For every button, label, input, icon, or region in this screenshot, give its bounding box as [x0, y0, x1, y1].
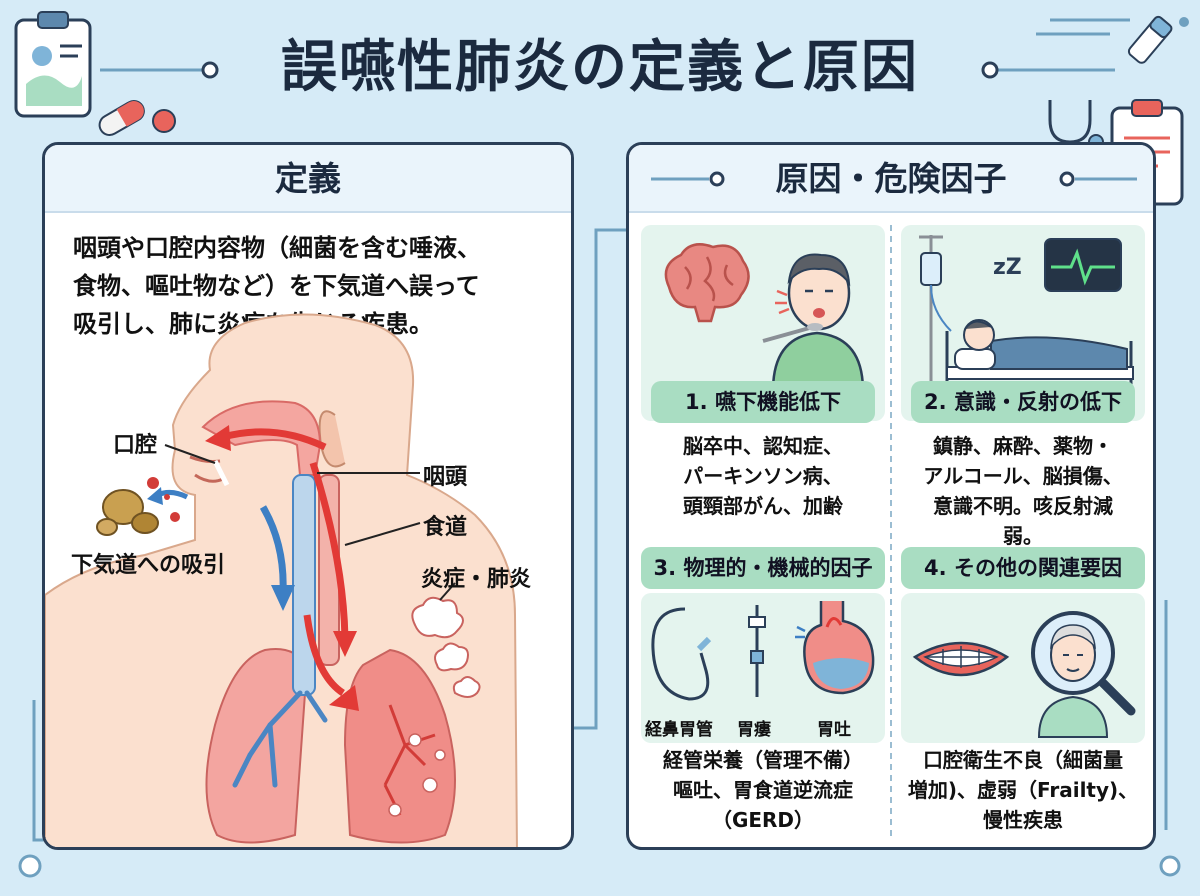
page-title: 誤嚥性肺炎の定義と原因	[281, 35, 919, 100]
description-line: 慢性疾患	[983, 808, 1063, 832]
cause-description-other: 口腔衛生不良（細菌量 増加)、虚弱（Frailty)、 慢性疾患	[899, 745, 1147, 835]
nasogastric-tube-label: 経鼻胃管	[645, 720, 713, 740]
cause-description-consciousness: 鎮静、麻酔、薬物・ アルコール、脳損傷、 意識不明。咳反射減 弱。	[899, 431, 1147, 551]
gastrostomy-tube-icon	[748, 605, 766, 697]
aspiration-label: 下気道への吸引	[71, 553, 226, 578]
cause-label-other: 4. その他の関連要因	[901, 547, 1145, 589]
description-line: 経管栄養（管理不備）	[663, 748, 863, 772]
iv-drip-icon	[919, 235, 952, 381]
causes-heading-text: 原因・危険因子	[775, 159, 1007, 198]
description-line: 脳卒中、認知症、	[683, 434, 843, 458]
description-line: 弱。	[1003, 524, 1043, 548]
magnifier-elderly-icon	[1031, 611, 1136, 738]
stomach-reflux-icon	[795, 601, 875, 695]
causes-panel: 原因・危険因子 1. 嚥下機能低下 脳卒中、認知症、 パーキンソン病、 頭頸部が…	[626, 142, 1156, 850]
description-line: 鎮静、麻酔、薬物・	[933, 434, 1113, 458]
cause-label-consciousness: 2. 意識・反射の低下	[911, 381, 1135, 423]
medicine-bottle-icon	[1127, 15, 1173, 64]
heading-ornament	[651, 171, 1137, 187]
cause-card-mechanical: 経鼻胃管 胃瘻 胃吐	[641, 593, 885, 743]
description-line: 口腔衛生不良（細菌量	[923, 748, 1123, 772]
brain-icon	[664, 243, 750, 323]
oral-cavity-label: 口腔	[113, 433, 158, 458]
patient-in-bed-icon	[945, 319, 1134, 397]
description-line: （GERD）	[711, 808, 815, 832]
grid-dividers	[890, 225, 892, 841]
description-line: 嘔吐、胃食道逆流症	[673, 778, 853, 802]
sleep-mark: zZ	[993, 255, 1022, 280]
cause-label-swallowing: 1. 嚥下機能低下	[651, 381, 875, 423]
heart-monitor-icon	[1044, 238, 1122, 292]
definition-line: 咽頭や口腔内容物（細菌を含む唾液、	[73, 234, 481, 262]
nasogastric-tube-icon	[651, 607, 712, 701]
gastrostomy-label: 胃瘻	[737, 720, 771, 740]
definition-panel: 定義 咽頭や口腔内容物（細菌を含む唾液、 食物、嘔吐物など）を下気道へ誤って 吸…	[42, 142, 574, 850]
pharynx-label: 咽頭	[423, 465, 468, 490]
description-line: パーキンソン病、	[683, 464, 843, 488]
cause-card-other	[901, 593, 1145, 743]
description-line: 増加)、虚弱（Frailty)、	[907, 778, 1139, 802]
esophagus-label: 食道	[423, 515, 468, 540]
mouth-teeth-icon	[912, 641, 1010, 677]
description-line: 頭頸部がん、加齢	[683, 494, 843, 518]
pills-icon	[98, 100, 176, 136]
clipboard-icon	[14, 11, 92, 118]
cause-label-mechanical: 3. 物理的・機械的因子	[641, 547, 885, 589]
inflammation-label: 炎症・肺炎	[421, 567, 532, 592]
description-line: 意識不明。咳反射減	[933, 494, 1113, 518]
gastric-vomit-label: 胃吐	[817, 720, 851, 740]
definition-line: 食物、嘔吐物など）を下気道へ誤って	[73, 272, 480, 300]
elderly-coughing-person-icon	[762, 253, 865, 393]
description-line: アルコール、脳損傷、	[923, 464, 1123, 488]
respiratory-anatomy-illustration	[45, 313, 518, 847]
cause-description-mechanical: 経管栄養（管理不備） 嘔吐、胃食道逆流症 （GERD）	[639, 745, 887, 835]
cause-description-swallowing: 脳卒中、認知症、 パーキンソン病、 頭頸部がん、加齢	[639, 431, 887, 521]
definition-heading: 定義	[45, 145, 571, 213]
